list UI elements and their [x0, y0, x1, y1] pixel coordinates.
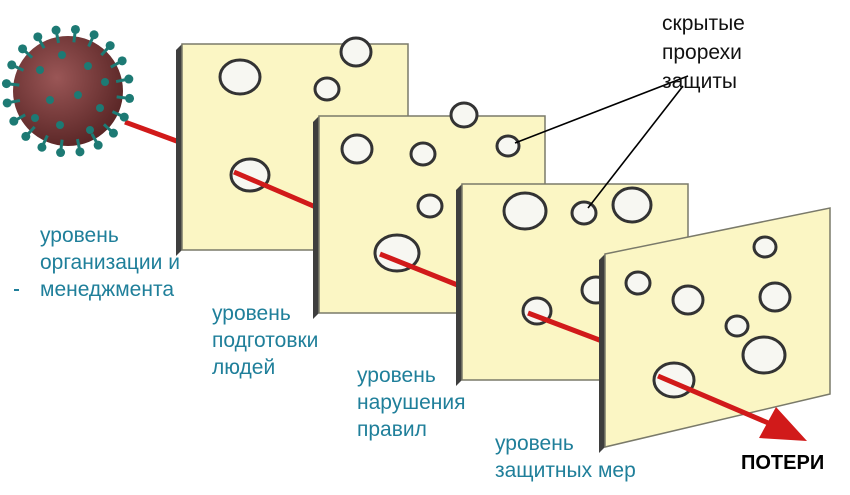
label-violation-level: уровень нарушения правил — [357, 362, 465, 443]
arrow-segment — [233, 169, 319, 211]
hole — [570, 200, 598, 226]
hole — [671, 284, 705, 316]
label-line: подготовки — [212, 329, 319, 352]
pointer-line — [514, 75, 689, 144]
label-line: уровень — [357, 364, 436, 387]
label-training-level: уровень подготовки людей — [212, 300, 318, 381]
hole — [758, 281, 792, 313]
arrow-segment — [124, 119, 183, 146]
label-line: нарушения — [357, 391, 466, 414]
label-losses: ПОТЕРИ — [741, 452, 825, 474]
hole — [218, 58, 262, 96]
arrow-segment — [527, 310, 603, 344]
label-line: уровень — [40, 224, 119, 247]
label-line: защитных мер — [495, 459, 636, 482]
label-line: скрытые — [662, 12, 745, 35]
hole — [449, 101, 479, 129]
hole — [611, 186, 653, 224]
cheese-slice-4 — [599, 207, 831, 453]
hole — [495, 134, 521, 158]
pointer-line — [587, 85, 684, 209]
label-line: уровень — [212, 302, 291, 325]
label-line: менеджмента — [40, 278, 175, 301]
arrow-head — [759, 407, 807, 441]
label-line: правил — [357, 418, 427, 441]
label-hidden-gaps: скрытые прорехи защиты — [662, 9, 745, 96]
stray-dash — [14, 289, 19, 291]
label-line: прорехи — [662, 41, 742, 64]
hole — [624, 270, 652, 296]
hole — [652, 361, 696, 399]
hole — [409, 141, 437, 167]
label-line: уровень — [495, 432, 574, 455]
hole — [340, 133, 374, 165]
hole — [741, 335, 787, 375]
hole — [502, 191, 548, 231]
hole — [313, 76, 341, 102]
label-line: организации и — [40, 251, 180, 274]
hole — [752, 235, 778, 259]
arrow-segment — [379, 251, 461, 289]
virus-icon — [1, 24, 135, 158]
hole — [724, 314, 750, 338]
hole — [373, 233, 421, 273]
label-line: защиты — [662, 70, 738, 93]
label-line: людей — [212, 356, 276, 379]
hole — [339, 36, 373, 68]
arrow-shaft — [657, 373, 781, 431]
hole — [416, 193, 444, 219]
label-protective-level: уровень защитных мер — [495, 430, 636, 484]
label-organization-level: уровень организации и менеджмента — [40, 222, 180, 303]
